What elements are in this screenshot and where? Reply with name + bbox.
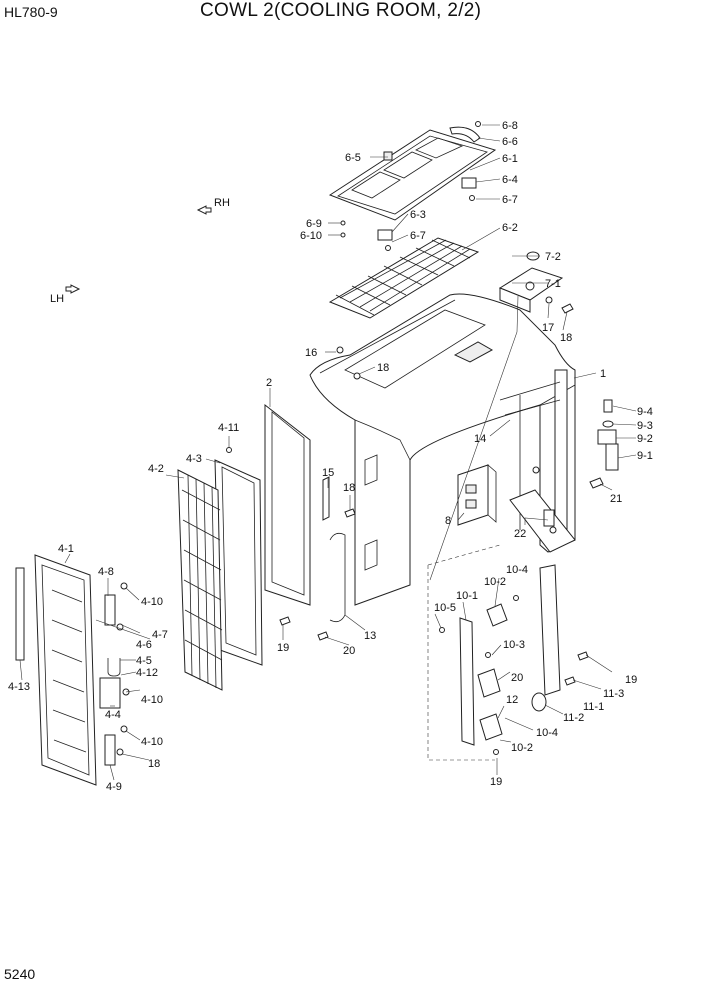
callout-label: 10-4 [536, 727, 558, 739]
callout-label: 9-2 [637, 433, 653, 445]
callout-label: 19 [625, 674, 637, 686]
callout-label: 2 [266, 377, 272, 389]
callout-label: 6-1 [502, 153, 518, 165]
model-code: HL780-9 [4, 4, 58, 20]
callout-label: 10-2 [484, 576, 506, 588]
callout-label: 16 [305, 347, 317, 359]
callout-label: 4-12 [136, 667, 158, 679]
callout-label: 1 [600, 368, 606, 380]
callout-label: 18 [377, 362, 389, 374]
callout-label: 6-7 [502, 194, 518, 206]
callout-label: 21 [610, 493, 622, 505]
callout-label: 6-8 [502, 120, 518, 132]
callout-label: 13 [364, 630, 376, 642]
callout-label: 19 [490, 776, 502, 788]
callout-label: 18 [343, 482, 355, 494]
page-title: COWL 2(COOLING ROOM, 2/2) [200, 0, 482, 21]
bracket-10 [439, 595, 519, 755]
rh-label: RH [214, 197, 230, 209]
main-cowl [309, 293, 576, 606]
top-mesh [328, 237, 480, 319]
callout-label: 4-5 [136, 655, 152, 667]
callout-label: 6-2 [502, 222, 518, 234]
callout-label: 4-6 [136, 639, 152, 651]
callout-labels: 6-8 6-6 6-5 6-1 6-4 6-7 6-9 6-3 6-10 6-7… [8, 120, 653, 793]
callout-label: 6-4 [502, 174, 518, 186]
hinge-9 [589, 399, 619, 489]
callout-label: 6-5 [345, 152, 361, 164]
callout-label: 4-3 [186, 453, 202, 465]
callout-label: 12 [506, 694, 518, 706]
callout-label: 18 [560, 332, 572, 344]
callout-label: 9-1 [637, 450, 653, 462]
callout-label: 14 [474, 433, 486, 445]
callout-label: 19 [277, 642, 289, 654]
callout-label: 4-2 [148, 463, 164, 475]
callout-label: 4-7 [152, 629, 168, 641]
callout-label: 9-4 [637, 406, 653, 418]
callout-label: 7-2 [545, 251, 561, 263]
door-4-1 [15, 554, 97, 786]
callout-label: 4-9 [106, 781, 122, 793]
callout-label: 9-3 [637, 420, 653, 432]
callout-label: 4-10 [141, 736, 163, 748]
callout-label: 4-13 [8, 681, 30, 693]
lh-arrow-icon [65, 284, 81, 294]
callout-label: 17 [542, 322, 554, 334]
callout-label: 10-4 [506, 564, 528, 576]
callout-label: 20 [343, 645, 355, 657]
bracket-11 [531, 564, 589, 712]
callout-label: 7-1 [545, 278, 561, 290]
page-number: 5240 [4, 966, 36, 982]
callout-label: 4-4 [105, 709, 121, 721]
side-panel-2 [264, 403, 356, 641]
mesh-4-2 [177, 469, 223, 691]
callout-label: 6-10 [300, 230, 322, 242]
callout-label: 11-3 [603, 688, 624, 700]
callout-label: 4-10 [141, 694, 163, 706]
group-outline [427, 544, 501, 761]
callout-label: 6-7 [410, 230, 426, 242]
roof-frame [328, 121, 497, 251]
callout-label: 10-5 [434, 602, 456, 614]
callout-label: 20 [511, 672, 523, 684]
callout-label: 6-9 [306, 218, 322, 230]
callout-label: 6-3 [410, 209, 426, 221]
callout-label: 4-1 [58, 543, 74, 555]
callout-label: 10-1 [456, 590, 478, 602]
callout-label: 22 [514, 528, 526, 540]
leader-lines [19, 124, 637, 781]
panel-4-3 [214, 447, 263, 666]
callout-label: 15 [322, 467, 334, 479]
callout-label: 18 [148, 758, 160, 770]
callout-label: 10-3 [503, 639, 525, 651]
callout-label: 10-2 [511, 742, 533, 754]
rh-arrow-icon [196, 205, 212, 215]
callout-label: 4-11 [218, 422, 239, 434]
callout-label: 4-8 [98, 566, 114, 578]
lh-label: LH [50, 293, 64, 305]
bracket-7 [498, 251, 574, 314]
callout-label: 11-2 [563, 712, 584, 724]
callout-label: 6-6 [502, 136, 518, 148]
callout-label: 4-10 [141, 596, 163, 608]
callout-label: 11-1 [583, 701, 604, 713]
callout-label: 8 [445, 515, 451, 527]
hinge-bracket-8 [457, 464, 576, 553]
